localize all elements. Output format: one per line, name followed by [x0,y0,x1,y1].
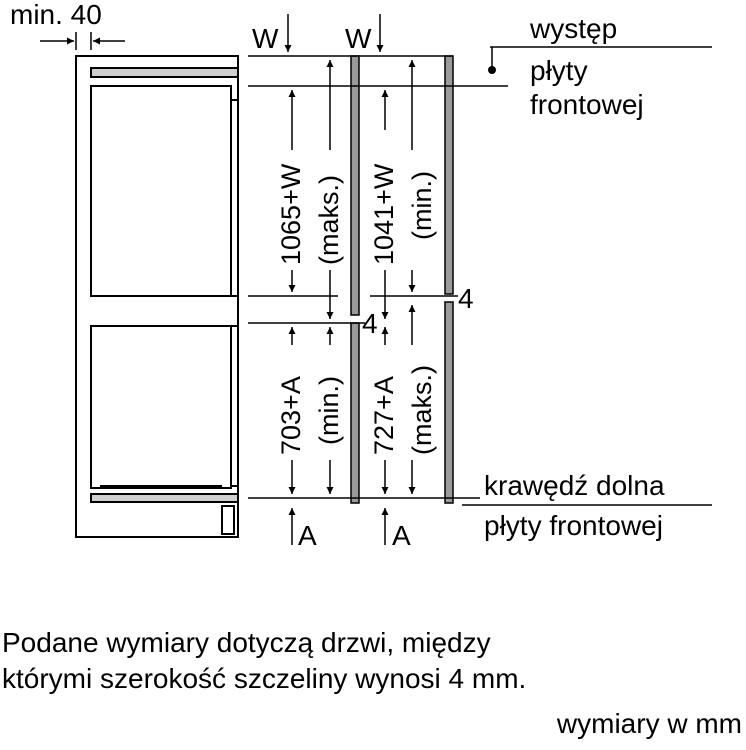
lower-door-min-value: 703+A [276,376,306,455]
front-overhang-label-line1: występ [529,13,617,44]
upper-hinge-strip [230,99,239,297]
lower-door-max-value: 727+A [369,376,399,455]
note-line-1: Podane wymiary dotyczą drzwi, między [2,627,491,658]
appliance-cabinet [75,55,239,538]
overhang-marker-dot [488,66,496,74]
gap-label-upper: 4 [458,283,474,314]
bottom-edge-label-line1: krawędź dolna [484,470,665,501]
bottom-clearance-label-right: A [392,520,411,551]
lower-hinge-strip [230,325,239,487]
lower-compartment [90,325,232,489]
upper-compartment [90,85,232,297]
door-right-lower [444,301,454,504]
upper-door-max-qualifier: (maks.) [314,175,344,265]
bottom-clearance-label-left: A [298,520,317,551]
lower-door-min-qualifier: (min.) [314,376,344,445]
front-overhang-label-line2: płyty [530,55,588,86]
foot-block [221,505,235,535]
bottom-plinth [90,493,239,503]
door-left-lower [350,322,360,504]
reference-lines [248,46,712,506]
upper-door-max-value: 1065+W [276,163,306,265]
top-clearance-arrows [284,14,384,52]
units-note: wymiary w mm [556,708,742,739]
min-clearance-label: min. 40 [10,0,102,30]
door-right-upper [444,55,454,295]
door-left-upper [350,55,360,316]
min-clearance-dimension [40,32,125,50]
front-overhang-label-line3: frontowej [530,89,644,120]
top-clearance-label-right: W [345,23,372,54]
lower-door-max-qualifier: (maks.) [407,365,437,455]
note-line-2: którymi szerokość szczeliny wynosi 4 mm. [2,663,527,694]
upper-door-min-value: 1041+W [369,163,399,265]
top-panel [90,67,239,78]
door-panels [350,55,454,504]
top-clearance-label-left: W [252,23,279,54]
dimension-lines [288,60,416,545]
upper-door-min-qualifier: (min.) [407,171,437,240]
bottom-edge-label-line2: płyty frontowej [484,510,663,541]
gap-label-lower: 4 [362,308,378,339]
installation-dimension-diagram: min. 40 W W [10,0,712,551]
